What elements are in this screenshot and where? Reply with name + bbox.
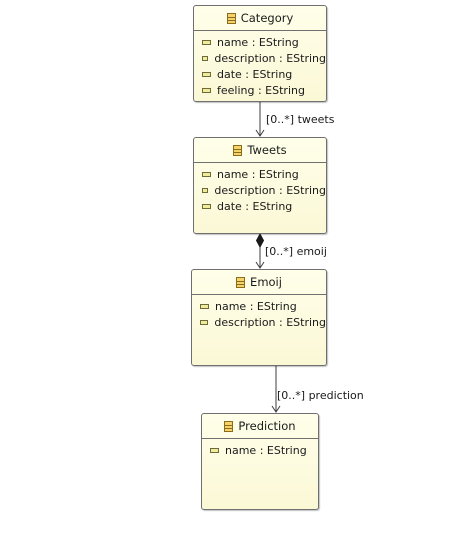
eclass-name: Prediction <box>238 419 296 433</box>
eattribute-icon <box>200 319 209 325</box>
eattribute-icon <box>202 87 211 93</box>
attribute-label: description : EString <box>214 51 326 65</box>
arrowhead-tweets <box>255 129 265 137</box>
eattribute-icon <box>202 187 209 193</box>
eclass-header[interactable]: Emoij <box>192 270 326 295</box>
attribute-label: description : EString <box>214 183 326 197</box>
eclass-icon <box>236 276 246 288</box>
eattribute-icon <box>202 171 211 177</box>
arrowhead-prediction <box>271 405 281 413</box>
attribute-compartment: name : EString description : EString <box>192 295 326 330</box>
attribute-row[interactable]: name : EString <box>194 166 326 182</box>
attribute-row[interactable]: name : EString <box>192 298 326 314</box>
eclass-tweets[interactable]: Tweets name : EString description : EStr… <box>193 137 327 234</box>
attribute-label: feeling : EString <box>217 83 305 97</box>
eclass-emoij[interactable]: Emoij name : EString description : EStri… <box>191 269 327 366</box>
eattribute-icon <box>210 447 219 453</box>
eattribute-icon <box>202 71 211 77</box>
attribute-label: date : EString <box>217 67 293 81</box>
attribute-row[interactable]: name : EString <box>202 442 318 458</box>
eattribute-icon <box>200 303 209 309</box>
composition-diamond-icon <box>255 232 265 249</box>
attribute-compartment: name : EString description : EString dat… <box>194 163 326 214</box>
reference-label-emoij[interactable]: [0..*] emoij <box>265 245 327 258</box>
attribute-row[interactable]: feeling : EString <box>194 82 326 98</box>
attribute-row[interactable]: description : EString <box>192 314 326 330</box>
attribute-compartment: name : EString description : EString dat… <box>194 31 326 98</box>
attribute-label: name : EString <box>217 35 299 49</box>
eattribute-icon <box>202 39 211 45</box>
attribute-row[interactable]: date : EString <box>194 198 326 214</box>
eclass-name: Emoij <box>250 275 282 289</box>
eclass-name: Tweets <box>247 143 287 157</box>
eattribute-icon <box>202 203 211 209</box>
arrowhead-emoij <box>255 261 265 269</box>
eclass-icon <box>224 420 234 432</box>
attribute-row[interactable]: description : EString <box>194 50 326 66</box>
eclass-category[interactable]: Category name : EString description : ES… <box>193 5 327 102</box>
eclass-name: Category <box>240 11 294 25</box>
attribute-row[interactable]: description : EString <box>194 182 326 198</box>
eclass-icon <box>226 12 236 24</box>
eclass-header[interactable]: Prediction <box>202 414 318 439</box>
attribute-label: name : EString <box>215 299 297 313</box>
attribute-row[interactable]: name : EString <box>194 34 326 50</box>
eclass-icon <box>233 144 243 156</box>
attribute-label: description : EString <box>214 315 326 329</box>
attribute-row[interactable]: date : EString <box>194 66 326 82</box>
eattribute-icon <box>202 55 209 61</box>
reference-label-prediction[interactable]: [0..*] prediction <box>277 389 364 402</box>
eclass-header[interactable]: Tweets <box>194 138 326 163</box>
eclass-prediction[interactable]: Prediction name : EString <box>201 413 319 510</box>
attribute-label: name : EString <box>225 443 307 457</box>
attribute-label: date : EString <box>217 199 293 213</box>
reference-label-tweets[interactable]: [0..*] tweets <box>266 113 335 126</box>
eclass-header[interactable]: Category <box>194 6 326 31</box>
attribute-compartment: name : EString <box>202 439 318 458</box>
attribute-label: name : EString <box>217 167 299 181</box>
